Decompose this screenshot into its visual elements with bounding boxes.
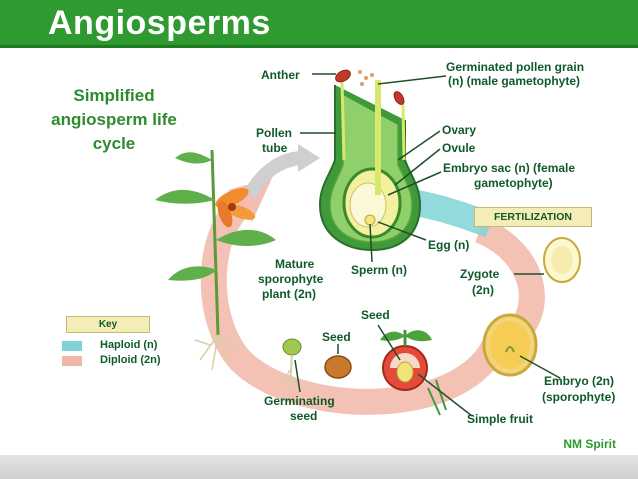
header-bar: Angiosperms bbox=[0, 0, 638, 48]
label-mature-1: Mature bbox=[275, 257, 315, 271]
label-embryo-2: (sporophyte) bbox=[542, 390, 616, 404]
label-zygote-2: (2n) bbox=[472, 283, 494, 297]
fertilization-badge: FERTILIZATION bbox=[474, 207, 592, 227]
embryo-seed-inner bbox=[490, 321, 530, 369]
label-embryo-sac-2: gametophyte) bbox=[474, 176, 553, 190]
plant-leaf-3 bbox=[168, 266, 217, 281]
seed-shape bbox=[324, 355, 352, 379]
label-egg: Egg (n) bbox=[428, 238, 470, 252]
label-zygote-1: Zygote bbox=[460, 267, 500, 281]
egg-cell bbox=[364, 214, 376, 226]
diploid-cycle-arrow-right bbox=[474, 217, 545, 339]
anther-shape-2 bbox=[393, 91, 405, 105]
root-branch bbox=[281, 369, 299, 387]
fruit-leaf-2 bbox=[405, 330, 432, 342]
label-germinated-pollen-sub: (n) (male gametophyte) bbox=[448, 74, 581, 88]
transition-arrow bbox=[243, 151, 302, 199]
plant-roots bbox=[194, 334, 241, 371]
stamen-filament bbox=[340, 81, 346, 161]
root bbox=[289, 354, 293, 389]
pollen-grain bbox=[358, 70, 362, 74]
diagram-subtitle: Simplified angiosperm life cycle bbox=[51, 86, 177, 153]
pollen-grain bbox=[360, 82, 364, 86]
label-seed-top: Seed bbox=[361, 308, 390, 322]
zygote-inner bbox=[551, 246, 573, 274]
pollen-grain bbox=[370, 73, 374, 77]
embryo-shape bbox=[505, 346, 515, 353]
key-haploid-label: Haploid (n) bbox=[100, 339, 158, 351]
label-germinating-2: seed bbox=[290, 409, 318, 423]
page-title: Angiosperms bbox=[48, 4, 271, 42]
label-simple-fruit: Simple fruit bbox=[467, 412, 534, 426]
transition-arrowhead bbox=[298, 144, 320, 172]
key-haploid-swatch bbox=[62, 341, 82, 351]
key-title: Key bbox=[66, 316, 150, 333]
pollen-grain bbox=[364, 76, 368, 80]
fruit-seed bbox=[396, 361, 414, 383]
leader-lines bbox=[294, 73, 561, 417]
fruit-stalk-2 bbox=[435, 379, 447, 411]
label-pollen-tube-2: tube bbox=[262, 141, 288, 155]
key-diploid-label: Diploid (2n) bbox=[100, 354, 161, 366]
label-mature-3: plant (2n) bbox=[262, 287, 316, 301]
brand-logo-text: NM Spirit bbox=[563, 437, 616, 451]
label-germinated-pollen: Germinated pollen grain bbox=[446, 60, 585, 74]
germinating-seed-shape bbox=[282, 338, 302, 356]
plant-flower bbox=[215, 188, 256, 228]
label-seed-mid: Seed bbox=[322, 330, 351, 344]
anther-shape bbox=[335, 69, 351, 83]
plant-stem bbox=[210, 149, 220, 336]
label-sperm: Sperm (n) bbox=[351, 263, 408, 277]
label-embryo-1: Embryo (2n) bbox=[544, 374, 615, 388]
stamen-filament-2 bbox=[401, 101, 406, 161]
label-embryo-sac: Embryo sac (n) (female bbox=[443, 161, 576, 175]
label-mature-2: sporophyte bbox=[258, 272, 324, 286]
label-ovule: Ovule bbox=[442, 141, 476, 155]
plant-leaf bbox=[155, 189, 215, 204]
fruit-stalk bbox=[427, 387, 441, 416]
plant-leaf-4 bbox=[175, 152, 212, 164]
label-anther: Anther bbox=[261, 68, 300, 82]
plant-leaf-2 bbox=[216, 229, 276, 246]
footer-bar bbox=[0, 455, 638, 479]
label-ovary: Ovary bbox=[442, 123, 477, 137]
label-germinating-1: Germinating bbox=[264, 394, 335, 408]
key-diploid-swatch bbox=[62, 356, 82, 366]
label-pollen-tube: Pollen bbox=[256, 126, 293, 140]
